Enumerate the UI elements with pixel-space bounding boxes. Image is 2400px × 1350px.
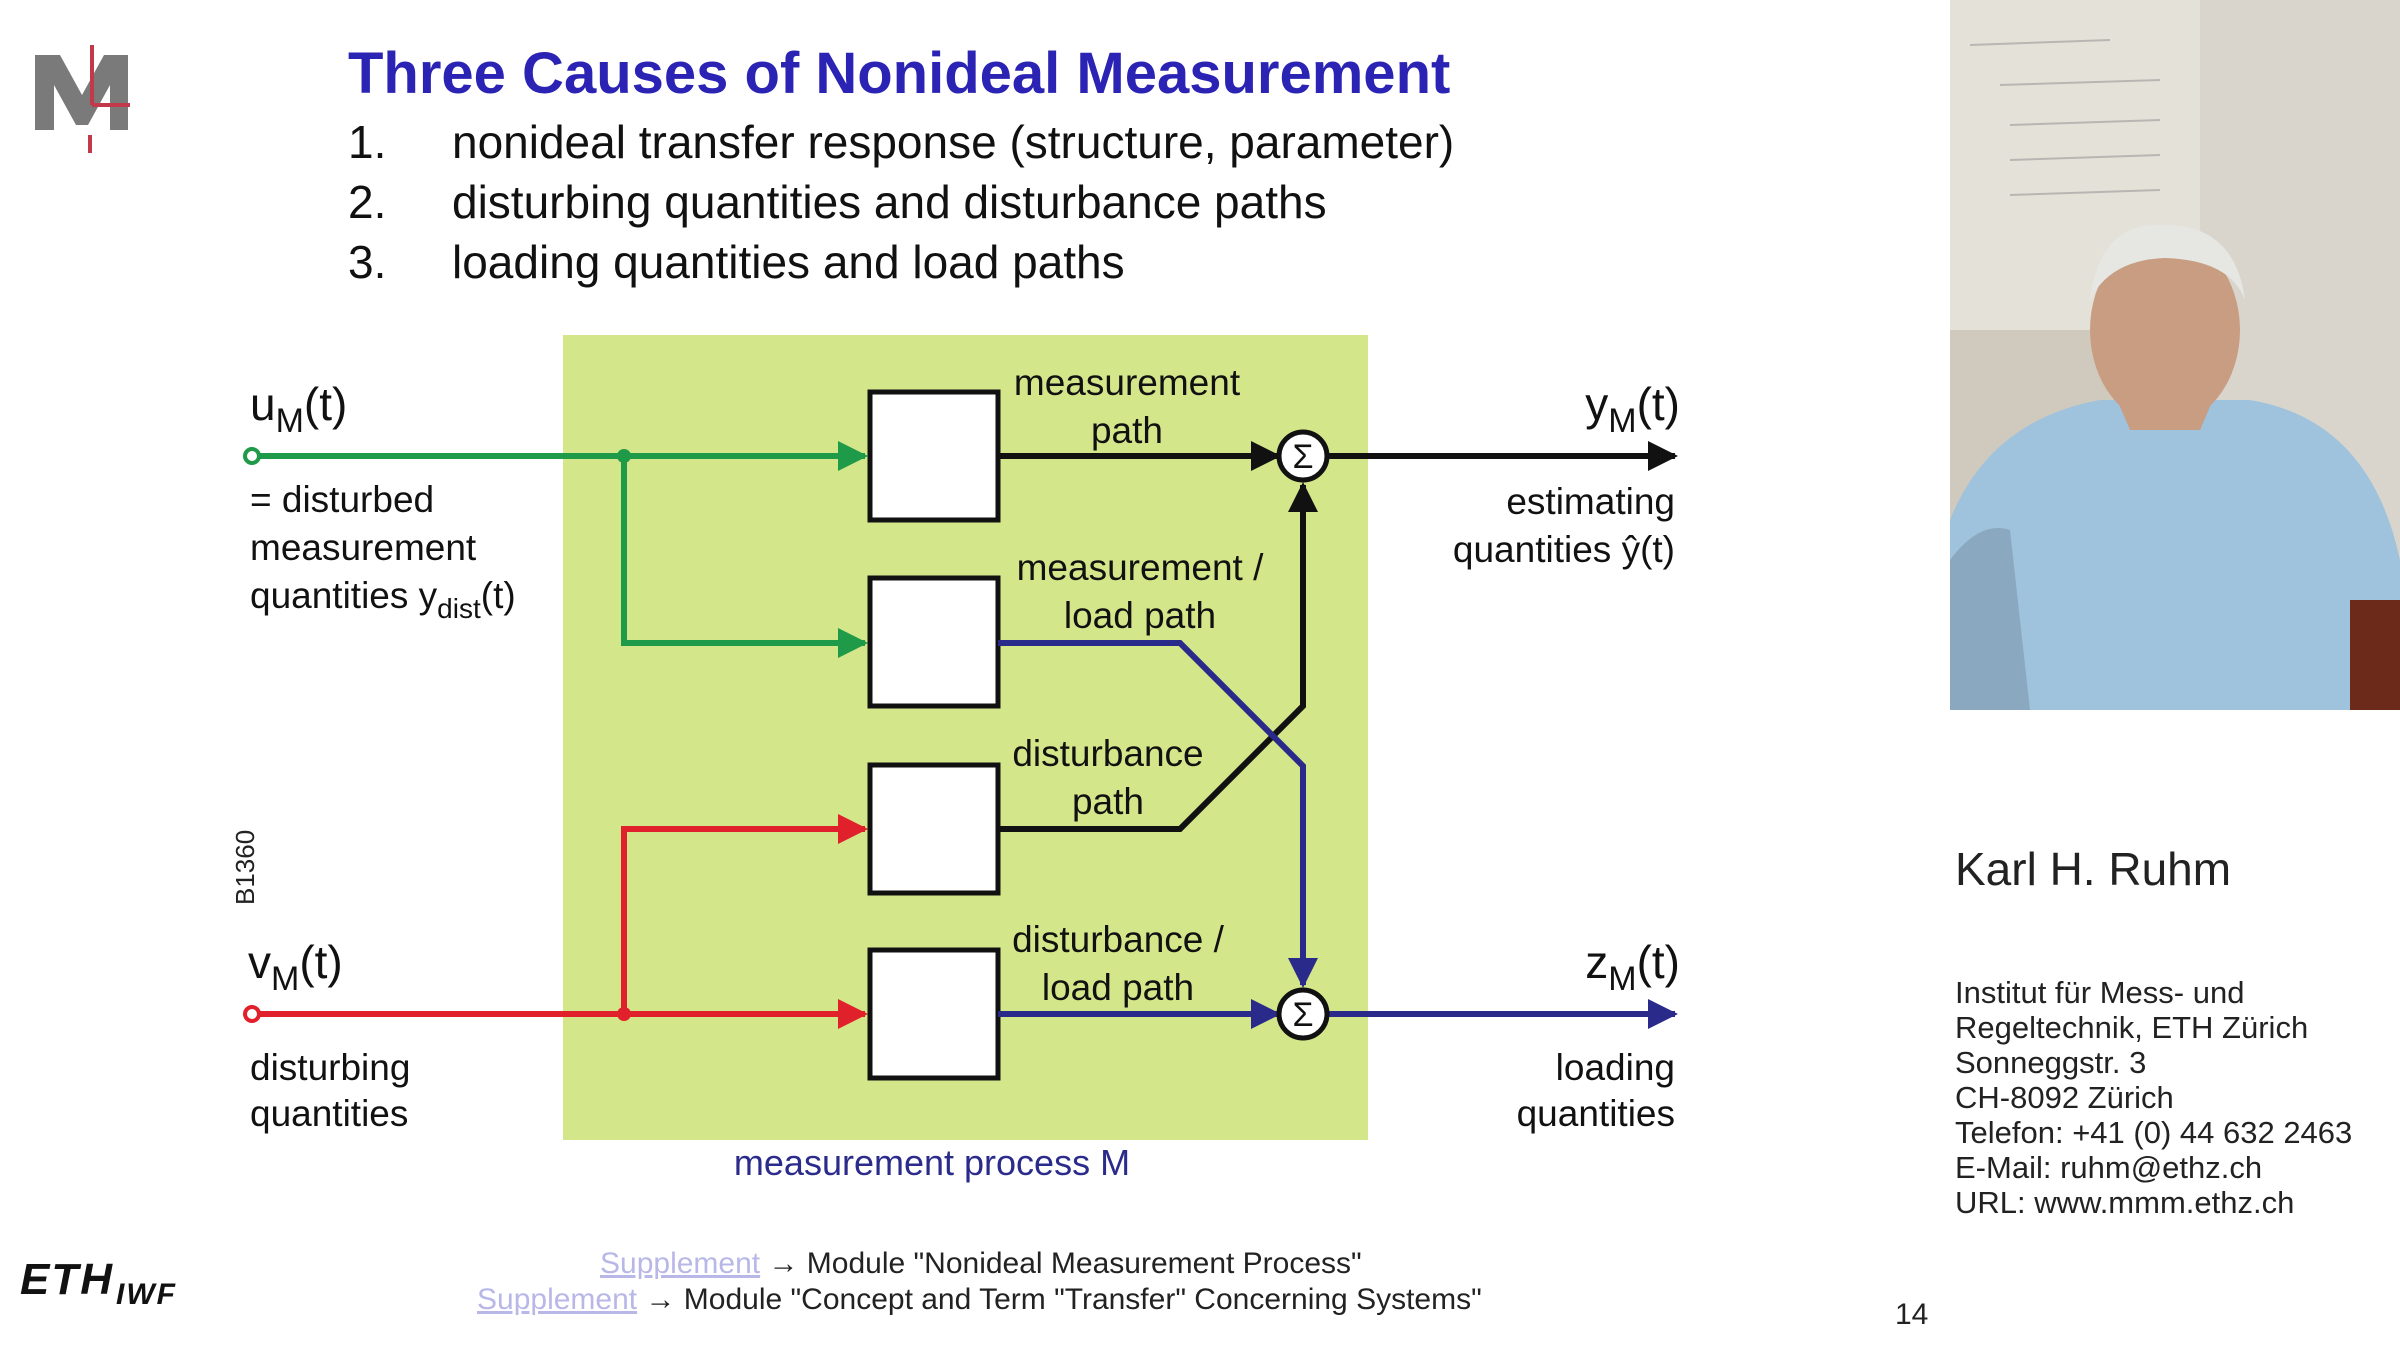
contact-phone: Telefon: +41 (0) 44 632 2463 xyxy=(1955,1115,2353,1150)
blue-signal-lines xyxy=(998,640,1678,1029)
contact-line: Institut für Mess- und xyxy=(1955,975,2245,1010)
output-y-label: yM(t) xyxy=(1585,378,1680,440)
svg-text:Σ: Σ xyxy=(1292,438,1313,476)
contact-line: CH-8092 Zürich xyxy=(1955,1080,2174,1115)
slide-title: Three Causes of Nonideal Measurement xyxy=(348,41,1451,106)
output-z-description: loading xyxy=(1556,1047,1675,1088)
transfer-block-measurement xyxy=(867,389,1001,523)
input-v-label: vM(t) xyxy=(248,936,343,998)
path-label: disturbance / xyxy=(1012,919,1225,960)
speaker-video-frame-icon xyxy=(1950,0,2400,710)
transfer-block-disturbance xyxy=(867,762,1001,896)
path-label: measurement xyxy=(1014,362,1241,403)
document-code: B1360 xyxy=(230,829,260,905)
input-u-label: uM(t) xyxy=(250,378,347,440)
contact-line: Regeltechnik, ETH Zürich xyxy=(1955,1010,2309,1045)
input-u-description: quantities ydist(t) xyxy=(250,575,516,624)
path-label: path xyxy=(1072,781,1144,822)
list-item: 2.disturbing quantities and disturbance … xyxy=(348,176,1327,228)
green-signal-lines xyxy=(252,441,868,658)
contact-url[interactable]: URL: www.mmm.ethz.ch xyxy=(1955,1185,2295,1220)
contact-email[interactable]: E-Mail: ruhm@ethz.ch xyxy=(1955,1150,2263,1185)
svg-text:Σ: Σ xyxy=(1292,996,1313,1034)
path-label: load path xyxy=(1042,967,1194,1008)
sum-junction-bottom: Σ xyxy=(1276,987,1330,1041)
block-diagram: Σ Σ measurement path measurement / load … xyxy=(243,335,1680,1183)
input-v-description: quantities xyxy=(250,1093,408,1134)
institute-logo-icon xyxy=(35,45,130,153)
speaker-video xyxy=(1950,0,2400,710)
input-u-terminal xyxy=(243,447,261,465)
input-v-description: disturbing xyxy=(250,1047,410,1088)
input-u-description: measurement xyxy=(250,527,477,568)
supplement-link[interactable]: Supplement xyxy=(477,1283,638,1316)
supplement-text: → Module "Concept and Term "Transfer" Co… xyxy=(645,1283,1482,1316)
path-label: disturbance xyxy=(1012,733,1203,774)
eth-iwf-logo: ETHIWF xyxy=(20,1255,177,1311)
transfer-block-measurement-load xyxy=(867,575,1001,709)
black-signal-lines xyxy=(998,441,1678,832)
output-z-description: quantities xyxy=(1517,1093,1675,1134)
path-label: load path xyxy=(1064,595,1216,636)
branch-node xyxy=(617,449,631,463)
contact-line: Sonneggstr. 3 xyxy=(1955,1045,2147,1080)
speaker-name: Karl H. Ruhm xyxy=(1955,843,2232,895)
output-y-description: estimating xyxy=(1506,481,1675,522)
transfer-block-disturbance-load xyxy=(867,947,1001,1081)
page-number: 14 xyxy=(1895,1298,1929,1331)
list-item: 3.loading quantities and load paths xyxy=(348,236,1125,288)
supplement-text: → Module "Nonideal Measurement Process" xyxy=(768,1247,1362,1280)
path-label: measurement / xyxy=(1017,547,1264,588)
sum-junction-top: Σ xyxy=(1276,429,1330,483)
process-label: measurement process M xyxy=(734,1142,1130,1183)
path-label: path xyxy=(1091,410,1163,451)
input-v-terminal xyxy=(243,1005,261,1023)
branch-node xyxy=(617,1007,631,1021)
output-z-label: zM(t) xyxy=(1585,936,1680,998)
red-signal-lines xyxy=(252,814,868,1029)
input-u-description: = disturbed xyxy=(250,479,434,520)
supplement-line: Supplement → Module "Concept and Term "T… xyxy=(477,1283,1482,1317)
output-y-description: quantities ŷ(t) xyxy=(1453,529,1675,570)
list-item: 1.nonideal transfer response (structure,… xyxy=(348,116,1455,168)
supplement-line: Supplement → Module "Nonideal Measuremen… xyxy=(600,1247,1362,1281)
supplement-link[interactable]: Supplement xyxy=(600,1247,761,1280)
